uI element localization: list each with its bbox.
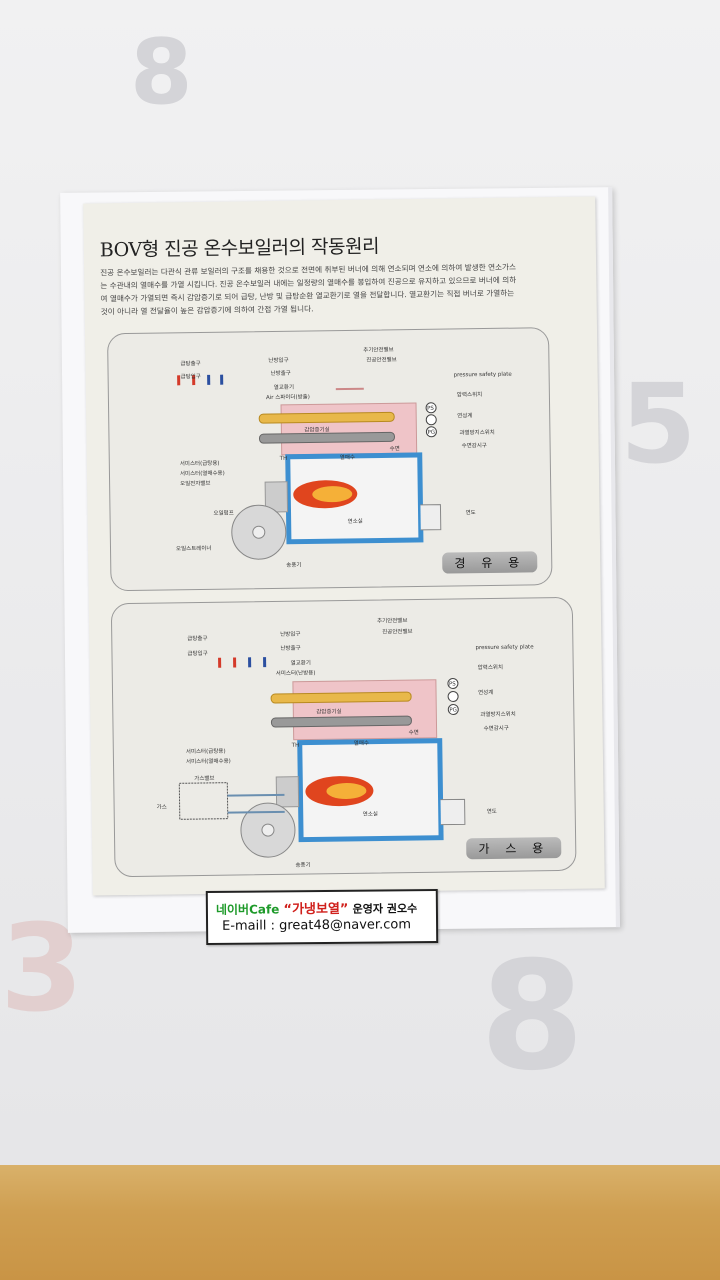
label: 급탕입구 xyxy=(187,649,207,657)
label: 진공안전밸브 xyxy=(382,627,412,635)
flue xyxy=(440,798,466,826)
heat-exchanger-tube xyxy=(270,715,412,728)
label: 수면감시구 xyxy=(462,441,487,449)
wooden-desk xyxy=(0,1165,720,1280)
label: 서미스터(급탕용) xyxy=(186,747,226,756)
label: 연소실 xyxy=(348,517,363,525)
label: 급탕출구 xyxy=(180,359,200,367)
heat-exchanger-tube xyxy=(270,691,412,704)
oil-boiler-diagram: 급탕출구 급탕입구 난방입구 난방출구 열교환기 Air 스파이더(방출) 추기… xyxy=(107,327,553,592)
label: 오일스트레이너 xyxy=(176,544,212,552)
oil-type-tag: 경 유 용 xyxy=(442,551,538,574)
contact-sticker: 네이버Cafe “가냉보열” 운영자 권오수 E-maill : great48… xyxy=(205,888,439,946)
flame-core xyxy=(326,782,367,799)
label: 진공안전밸브 xyxy=(366,355,396,363)
label: 과열방지스위치 xyxy=(480,710,516,718)
label: 수면 xyxy=(390,444,400,452)
label: 연성계 xyxy=(457,411,472,419)
cafe-name: “가냉보열” xyxy=(283,901,349,918)
flame-core xyxy=(312,486,353,503)
gas-valve-train xyxy=(178,782,229,820)
background-print: 5 xyxy=(620,360,697,488)
label: 가스 xyxy=(157,803,167,811)
page-title: BOV형 진공 온수보일러의 작동원리 xyxy=(99,235,380,262)
flue xyxy=(420,504,442,531)
gas-boiler-diagram: 급탕출구 급탕입구 난방입구 난방출구 열교환기 서미스터(난방용) 추기안전밸… xyxy=(110,596,577,878)
pressure-switch-icon xyxy=(447,677,459,689)
background-print: 8 xyxy=(130,20,193,125)
pressure-switch-icon xyxy=(447,690,459,702)
label: 추기안전밸브 xyxy=(377,616,407,624)
burner xyxy=(275,776,300,808)
label: 감압증기실 xyxy=(316,707,341,715)
description-text: 진공 온수보일러는 다관식 관류 보일러의 구조를 채용한 것으로 전면에 취부… xyxy=(100,262,517,317)
label: 서미스터(열매수용) xyxy=(180,469,225,478)
label: 급탕출구 xyxy=(187,634,207,642)
label: PG xyxy=(427,430,435,436)
gas-diagram-svg: 급탕출구 급탕입구 난방입구 난방출구 열교환기 서미스터(난방용) 추기안전밸… xyxy=(157,616,535,869)
heat-exchanger-tube xyxy=(258,411,395,424)
pressure-switch-icon xyxy=(425,414,437,426)
label: 압력스위치 xyxy=(457,390,482,398)
label: 열매수 xyxy=(340,453,355,461)
label: 난방입구 xyxy=(268,356,288,364)
label: 서미스터(열매수용) xyxy=(186,757,231,766)
label: 난방출구 xyxy=(280,644,300,652)
label: 연소실 xyxy=(363,810,378,818)
label: 송풍기 xyxy=(286,561,301,569)
label: PS xyxy=(427,406,434,412)
background-print: 8 xyxy=(480,930,585,1104)
label: 서미스터(난방용) xyxy=(276,668,316,677)
owner-name: 운영자 권오수 xyxy=(352,902,418,916)
label: 난방입구 xyxy=(280,630,300,638)
pressure-switch-icon xyxy=(425,402,437,414)
label: 오일전자밸브 xyxy=(180,479,210,487)
pressure-gauge-icon xyxy=(447,703,459,715)
cafe-brand: 네이버Cafe xyxy=(215,902,280,917)
label: 감압증기실 xyxy=(304,425,329,433)
document-sheet: BOV형 진공 온수보일러의 작동원리 진공 온수보일러는 다관식 관류 보일러… xyxy=(83,196,605,896)
label: 오일펌프 xyxy=(213,509,233,517)
label: 급탕입구 xyxy=(181,372,201,380)
label: 가스밸브 xyxy=(194,774,214,782)
label: TH xyxy=(279,456,288,462)
email-line: E-maill : great48@naver.com xyxy=(222,917,412,934)
label: 압력스위치 xyxy=(478,663,503,671)
label: 열교환기 xyxy=(274,383,294,391)
label: 열교환기 xyxy=(291,658,311,666)
label: 연도 xyxy=(487,807,497,815)
label: 과열방지스위치 xyxy=(459,428,495,436)
label: 연도 xyxy=(465,508,475,516)
oil-diagram-svg: 급탕출구 급탕입구 난방입구 난방출구 열교환기 Air 스파이더(방출) 추기… xyxy=(176,345,513,569)
fan-hub xyxy=(261,823,275,837)
label: Air 스파이더(방출) xyxy=(266,392,310,401)
sticker-line-1: 네이버Cafe “가냉보열” 운영자 권오수 xyxy=(216,897,417,918)
label: 연성계 xyxy=(478,688,493,696)
label: pressure safety plate xyxy=(454,372,513,379)
fan-hub xyxy=(252,525,266,539)
label: 수면 xyxy=(409,728,419,736)
label: PG xyxy=(449,707,457,713)
pressure-gauge-icon xyxy=(425,426,437,438)
label: 열매수 xyxy=(354,739,369,747)
label: 수면감시구 xyxy=(483,724,508,732)
label: 추기안전밸브 xyxy=(363,345,393,353)
label: TH xyxy=(291,743,300,749)
heat-exchanger-tube xyxy=(258,431,395,444)
gas-type-tag: 가 스 용 xyxy=(466,836,562,860)
label: 서미스터(급탕용) xyxy=(180,459,220,468)
label: pressure safety plate xyxy=(475,644,534,651)
label: 송풍기 xyxy=(295,860,310,868)
gas-pipe xyxy=(227,793,285,814)
label: 난방출구 xyxy=(271,369,291,377)
label: PS xyxy=(449,681,456,687)
